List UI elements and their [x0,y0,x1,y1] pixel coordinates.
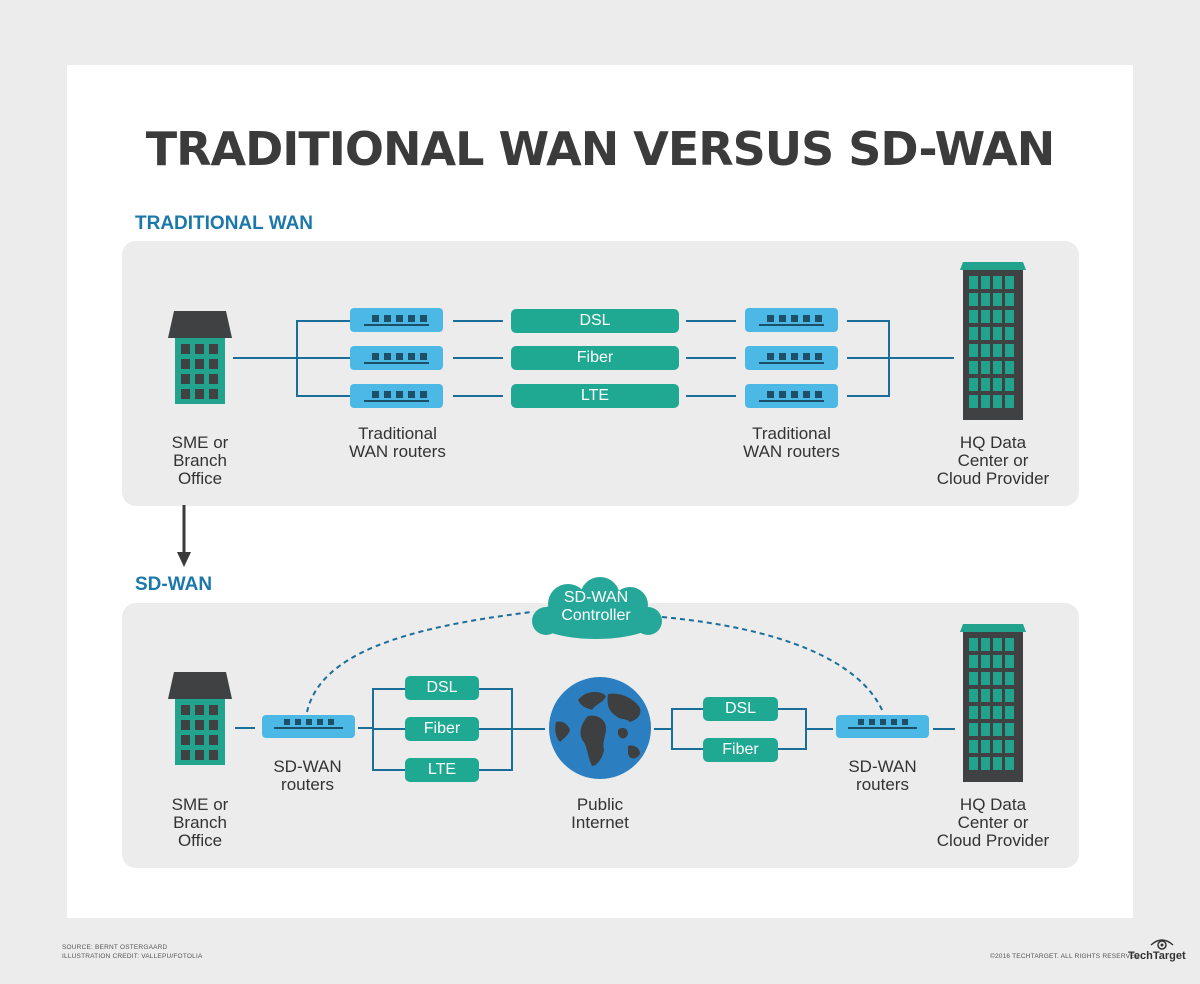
wire [671,708,703,710]
traditional-wan-router-icon [745,308,838,332]
sd-wan-branch-label: SME or Branch Office [171,795,229,850]
down-arrow-icon [177,505,191,567]
sd-wan-hq-label: HQ Data Center or Cloud Provider [936,795,1050,850]
public-internet-label: Public Internet [571,795,629,832]
sd-wan-routers-right-label: SD-WAN routers [848,757,917,794]
wire [654,728,672,730]
wire [686,357,736,359]
traditional-routers-left-label: Traditional WAN routers [349,424,446,461]
page-title: TRADITIONAL WAN VERSUS SD-WAN [145,122,1056,176]
traditional-wan-router-icon [745,346,838,370]
wire [372,728,405,730]
wire [671,748,703,750]
illustration-credit: ILLUSTRATION CREDIT: VALLEPU/FOTOLIA [62,953,203,960]
wire [847,357,889,359]
wire [686,395,736,397]
wire [778,708,806,710]
traditional-routers-right-label: Traditional WAN routers [743,424,840,461]
wire [296,395,350,397]
traditional-link-lte: LTE [511,384,679,408]
sd-wan-router-icon [262,715,355,738]
branch-office-building-icon [168,311,232,404]
wire [372,769,405,771]
traditional-link-fiber: Fiber [511,346,679,370]
traditional-link-dsl: DSL [511,309,679,333]
traditional-hq-label: HQ Data Center or Cloud Provider [936,433,1050,488]
wire [778,748,806,750]
wire [933,728,955,730]
sd-wan-link-dsl: DSL [405,676,479,700]
sd-wan-heading: SD-WAN [135,574,213,595]
wire [479,728,512,730]
branch-office-building-icon [168,672,232,765]
traditional-wan-router-icon [350,308,443,332]
sd-wan-controller-label: SD-WAN Controller [561,589,631,624]
wire [686,320,736,322]
source-credit: SOURCE: BERNT OSTERGAARD [62,944,168,951]
sd-wan-link-lte: LTE [405,758,479,782]
traditional-wan-heading: TRADITIONAL WAN [135,213,314,234]
wire [296,320,350,322]
wire [671,708,673,750]
wire [372,688,405,690]
wire [479,688,512,690]
traditional-wan-router-icon [350,384,443,408]
sd-wan-controller-cloud-icon [532,577,662,639]
globe-icon [549,677,651,779]
sd-wan-router-icon [836,715,929,738]
wire [453,357,503,359]
wire [453,395,503,397]
wire [296,357,350,359]
traditional-wan-panel [122,241,1079,506]
wire [479,769,512,771]
wire [847,320,889,322]
copyright: ©2016 TECHTARGET. ALL RIGHTS RESERVED [990,953,1140,960]
techtarget-logo: TechTarget [1128,950,1186,962]
wire [888,357,954,359]
wire [511,728,545,730]
traditional-wan-router-icon [745,384,838,408]
wire [358,727,373,729]
wire [847,395,889,397]
sd-wan-link-dsl-right: DSL [703,697,778,721]
traditional-wan-router-icon [350,346,443,370]
traditional-branch-label: SME or Branch Office [171,433,229,488]
hq-data-center-tower-icon [960,262,1026,420]
sd-wan-link-fiber: Fiber [405,717,479,741]
sd-wan-routers-left-label: SD-WAN routers [273,757,342,794]
wire [235,727,255,729]
wire [233,357,297,359]
hq-data-center-tower-icon [960,624,1026,782]
techtarget-eye-icon [1150,939,1174,950]
wire [453,320,503,322]
wire [805,728,833,730]
sd-wan-link-fiber-right: Fiber [703,738,778,762]
